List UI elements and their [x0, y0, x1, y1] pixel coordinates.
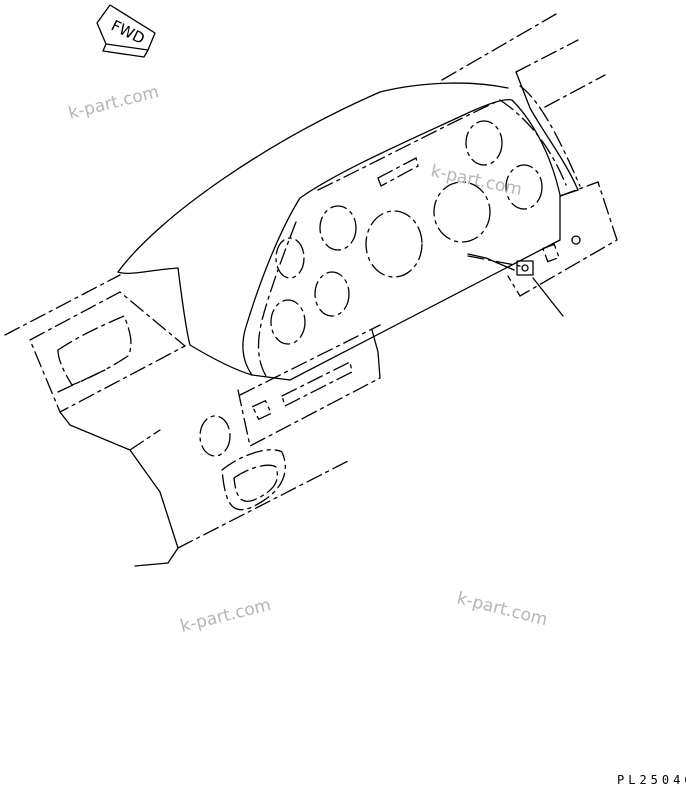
- gauge-dial-3: [365, 210, 423, 278]
- gauge-dial-1: [275, 237, 305, 279]
- highlighted-part: [516, 260, 534, 276]
- drawing-code: PL25046: [617, 773, 686, 787]
- dashboard-hood: [117, 71, 579, 376]
- watermark-1: k-part.com: [66, 82, 161, 124]
- gauge-dial-8: [314, 271, 350, 317]
- gauge-dial-6: [505, 164, 543, 210]
- warning-strip: [377, 157, 419, 187]
- gauge-dial-2: [319, 205, 357, 251]
- gauge-dial-7: [270, 299, 306, 345]
- fwd-label: FWD: [108, 16, 147, 48]
- right-switch-panel: [467, 181, 618, 317]
- fwd-arrow-icon: FWD: [96, 4, 156, 58]
- lower-dash-panel: [199, 324, 381, 511]
- leader-line: [532, 277, 564, 317]
- instrument-cluster: [242, 85, 581, 381]
- watermark-4: k-part.com: [455, 588, 550, 630]
- gauge-dial-5: [465, 120, 503, 166]
- watermark-3: k-part.com: [178, 595, 273, 637]
- gauge-dial-4: [433, 181, 491, 243]
- left-console: [29, 291, 187, 567]
- watermark-2: k-part.com: [429, 161, 524, 200]
- frame-lines: [4, 13, 606, 549]
